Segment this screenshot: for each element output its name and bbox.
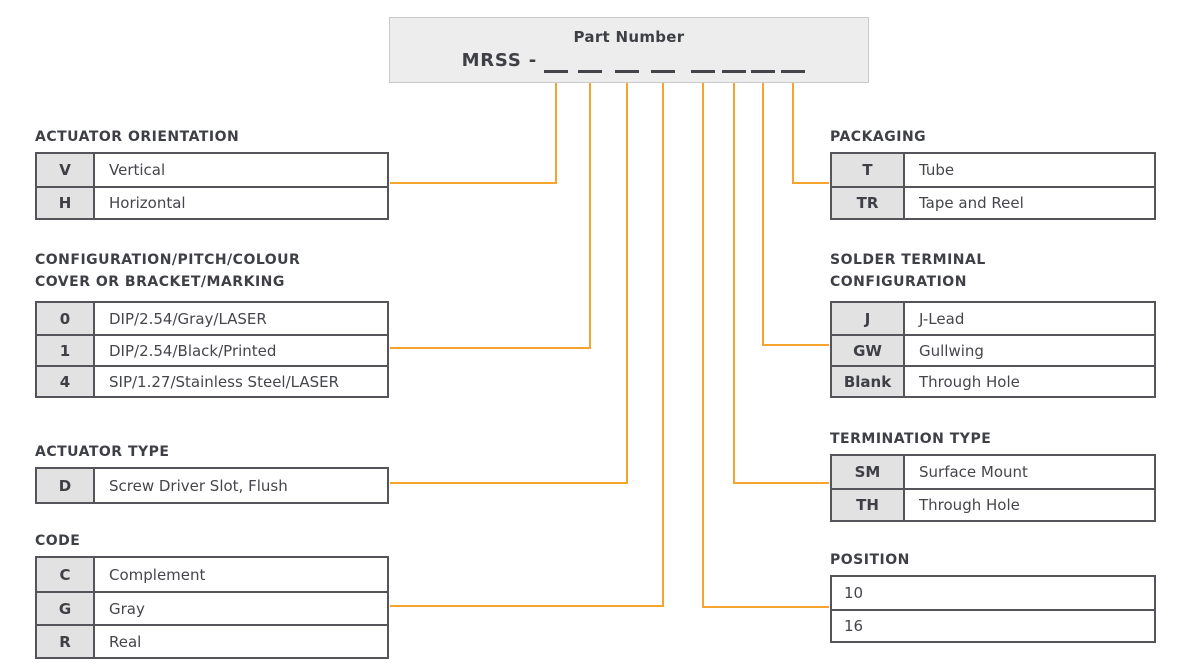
value-cell: Gray	[109, 599, 145, 618]
table-row: V Vertical	[37, 154, 387, 186]
section-title: CONFIGURATION/PITCH/COLOUR COVER OR BRAC…	[35, 249, 389, 293]
table-row: 10	[832, 577, 1154, 609]
value-cell: Horizontal	[109, 194, 186, 212]
section-title: ACTUATOR TYPE	[35, 444, 170, 460]
section-code: CODE C Complement G Gray R Real	[35, 530, 389, 659]
section-position: POSITION 10 16	[830, 549, 1156, 643]
table-row: 16	[832, 609, 1154, 641]
table-row: T Tube	[832, 154, 1154, 186]
table-row: C Complement	[37, 558, 387, 591]
section-title-line-1: CONFIGURATION/PITCH/COLOUR	[35, 252, 301, 268]
section-solder-terminal-configuration: SOLDER TERMINAL CONFIGURATION J J-Lead G…	[830, 249, 1156, 398]
value-cell: Tube	[919, 161, 955, 179]
table-row: 0 DIP/2.54/Gray/LASER	[37, 303, 387, 334]
part-number-title: Part Number	[573, 28, 685, 46]
part-number-blank-3	[615, 70, 639, 73]
value-cell: Complement	[109, 565, 206, 584]
part-number-blank-2	[578, 70, 602, 73]
value-cell: DIP/2.54/Gray/LASER	[109, 309, 267, 328]
code-cell: G	[37, 593, 95, 624]
section-title: POSITION	[830, 552, 910, 568]
table-row: GW Gullwing	[832, 334, 1154, 365]
value-cell: J-Lead	[919, 309, 965, 328]
value-cell: Through Hole	[919, 372, 1020, 391]
actuator-orientation-table: V Vertical H Horizontal	[35, 152, 389, 220]
table-row: R Real	[37, 624, 387, 657]
table-row: Blank Through Hole	[832, 365, 1154, 396]
connector-configuration	[390, 83, 591, 349]
table-row: TR Tape and Reel	[832, 186, 1154, 218]
section-packaging: PACKAGING T Tube TR Tape and Reel	[830, 126, 1156, 220]
code-cell: SM	[832, 456, 905, 488]
value-cell: Screw Driver Slot, Flush	[109, 476, 288, 495]
section-title: ACTUATOR ORIENTATION	[35, 129, 240, 145]
code-cell: T	[832, 154, 905, 186]
code-cell: TH	[832, 490, 905, 520]
part-number-blank-1	[544, 70, 568, 73]
connector-position	[702, 83, 829, 608]
code-cell: 0	[37, 303, 95, 334]
connector-code	[390, 83, 664, 607]
code-table: C Complement G Gray R Real	[35, 556, 389, 659]
section-title: CODE	[35, 533, 81, 549]
table-row: TH Through Hole	[832, 488, 1154, 520]
actuator-type-table: D Screw Driver Slot, Flush	[35, 467, 389, 504]
code-cell: TR	[832, 188, 905, 218]
section-title-line-1: SOLDER TERMINAL	[830, 252, 986, 268]
section-actuator-orientation: ACTUATOR ORIENTATION V Vertical H Horizo…	[35, 126, 389, 220]
table-row: 1 DIP/2.54/Black/Printed	[37, 334, 387, 365]
section-title: TERMINATION TYPE	[830, 431, 992, 447]
section-configuration: CONFIGURATION/PITCH/COLOUR COVER OR BRAC…	[35, 249, 389, 398]
value-cell: 10	[844, 584, 864, 602]
table-row: H Horizontal	[37, 186, 387, 218]
code-cell: J	[832, 303, 905, 334]
value-cell: SIP/1.27/Stainless Steel/LASER	[109, 372, 340, 391]
position-table: 10 16	[830, 575, 1156, 643]
termination-type-table: SM Surface Mount TH Through Hole	[830, 454, 1156, 522]
value-cell: Vertical	[109, 161, 166, 179]
part-number-blank-4	[651, 70, 675, 73]
connector-termination-type	[733, 83, 829, 484]
connector-solder-terminal	[762, 83, 829, 346]
connector-actuator-orientation	[390, 83, 557, 184]
code-cell: R	[37, 626, 95, 657]
value-cell: DIP/2.54/Black/Printed	[109, 341, 277, 360]
code-cell: C	[37, 558, 95, 591]
code-cell: 1	[37, 336, 95, 365]
packaging-table: T Tube TR Tape and Reel	[830, 152, 1156, 220]
configuration-table: 0 DIP/2.54/Gray/LASER 1 DIP/2.54/Black/P…	[35, 301, 389, 398]
part-number-blank-7	[751, 70, 775, 73]
section-termination-type: TERMINATION TYPE SM Surface Mount TH Thr…	[830, 428, 1156, 522]
section-title-line-2: COVER OR BRACKET/MARKING	[35, 274, 285, 290]
code-cell: H	[37, 188, 95, 218]
table-row: SM Surface Mount	[832, 456, 1154, 488]
table-row: J J-Lead	[832, 303, 1154, 334]
part-number-blank-8	[781, 70, 805, 73]
table-row: G Gray	[37, 591, 387, 624]
code-cell: V	[37, 154, 95, 186]
value-cell: Real	[109, 632, 142, 651]
connector-actuator-type	[390, 83, 628, 484]
value-cell: Tape and Reel	[919, 194, 1024, 212]
part-number-blank-5	[691, 70, 715, 73]
value-cell: 16	[844, 617, 864, 635]
code-cell: D	[37, 469, 95, 502]
value-cell: Surface Mount	[919, 463, 1028, 481]
section-title-line-2: CONFIGURATION	[830, 274, 967, 290]
value-cell: Gullwing	[919, 341, 984, 360]
table-row: D Screw Driver Slot, Flush	[37, 469, 387, 502]
part-number-blank-6	[722, 70, 746, 73]
code-cell: Blank	[832, 367, 905, 396]
section-actuator-type: ACTUATOR TYPE D Screw Driver Slot, Flush	[35, 441, 389, 504]
code-cell: GW	[832, 336, 905, 365]
connector-packaging	[792, 83, 829, 184]
table-row: 4 SIP/1.27/Stainless Steel/LASER	[37, 365, 387, 396]
code-cell: 4	[37, 367, 95, 396]
section-title: SOLDER TERMINAL CONFIGURATION	[830, 249, 1156, 293]
section-title: PACKAGING	[830, 129, 927, 145]
part-number-prefix: MRSS -	[461, 50, 537, 71]
solder-terminal-table: J J-Lead GW Gullwing Blank Through Hole	[830, 301, 1156, 398]
value-cell: Through Hole	[919, 496, 1020, 514]
